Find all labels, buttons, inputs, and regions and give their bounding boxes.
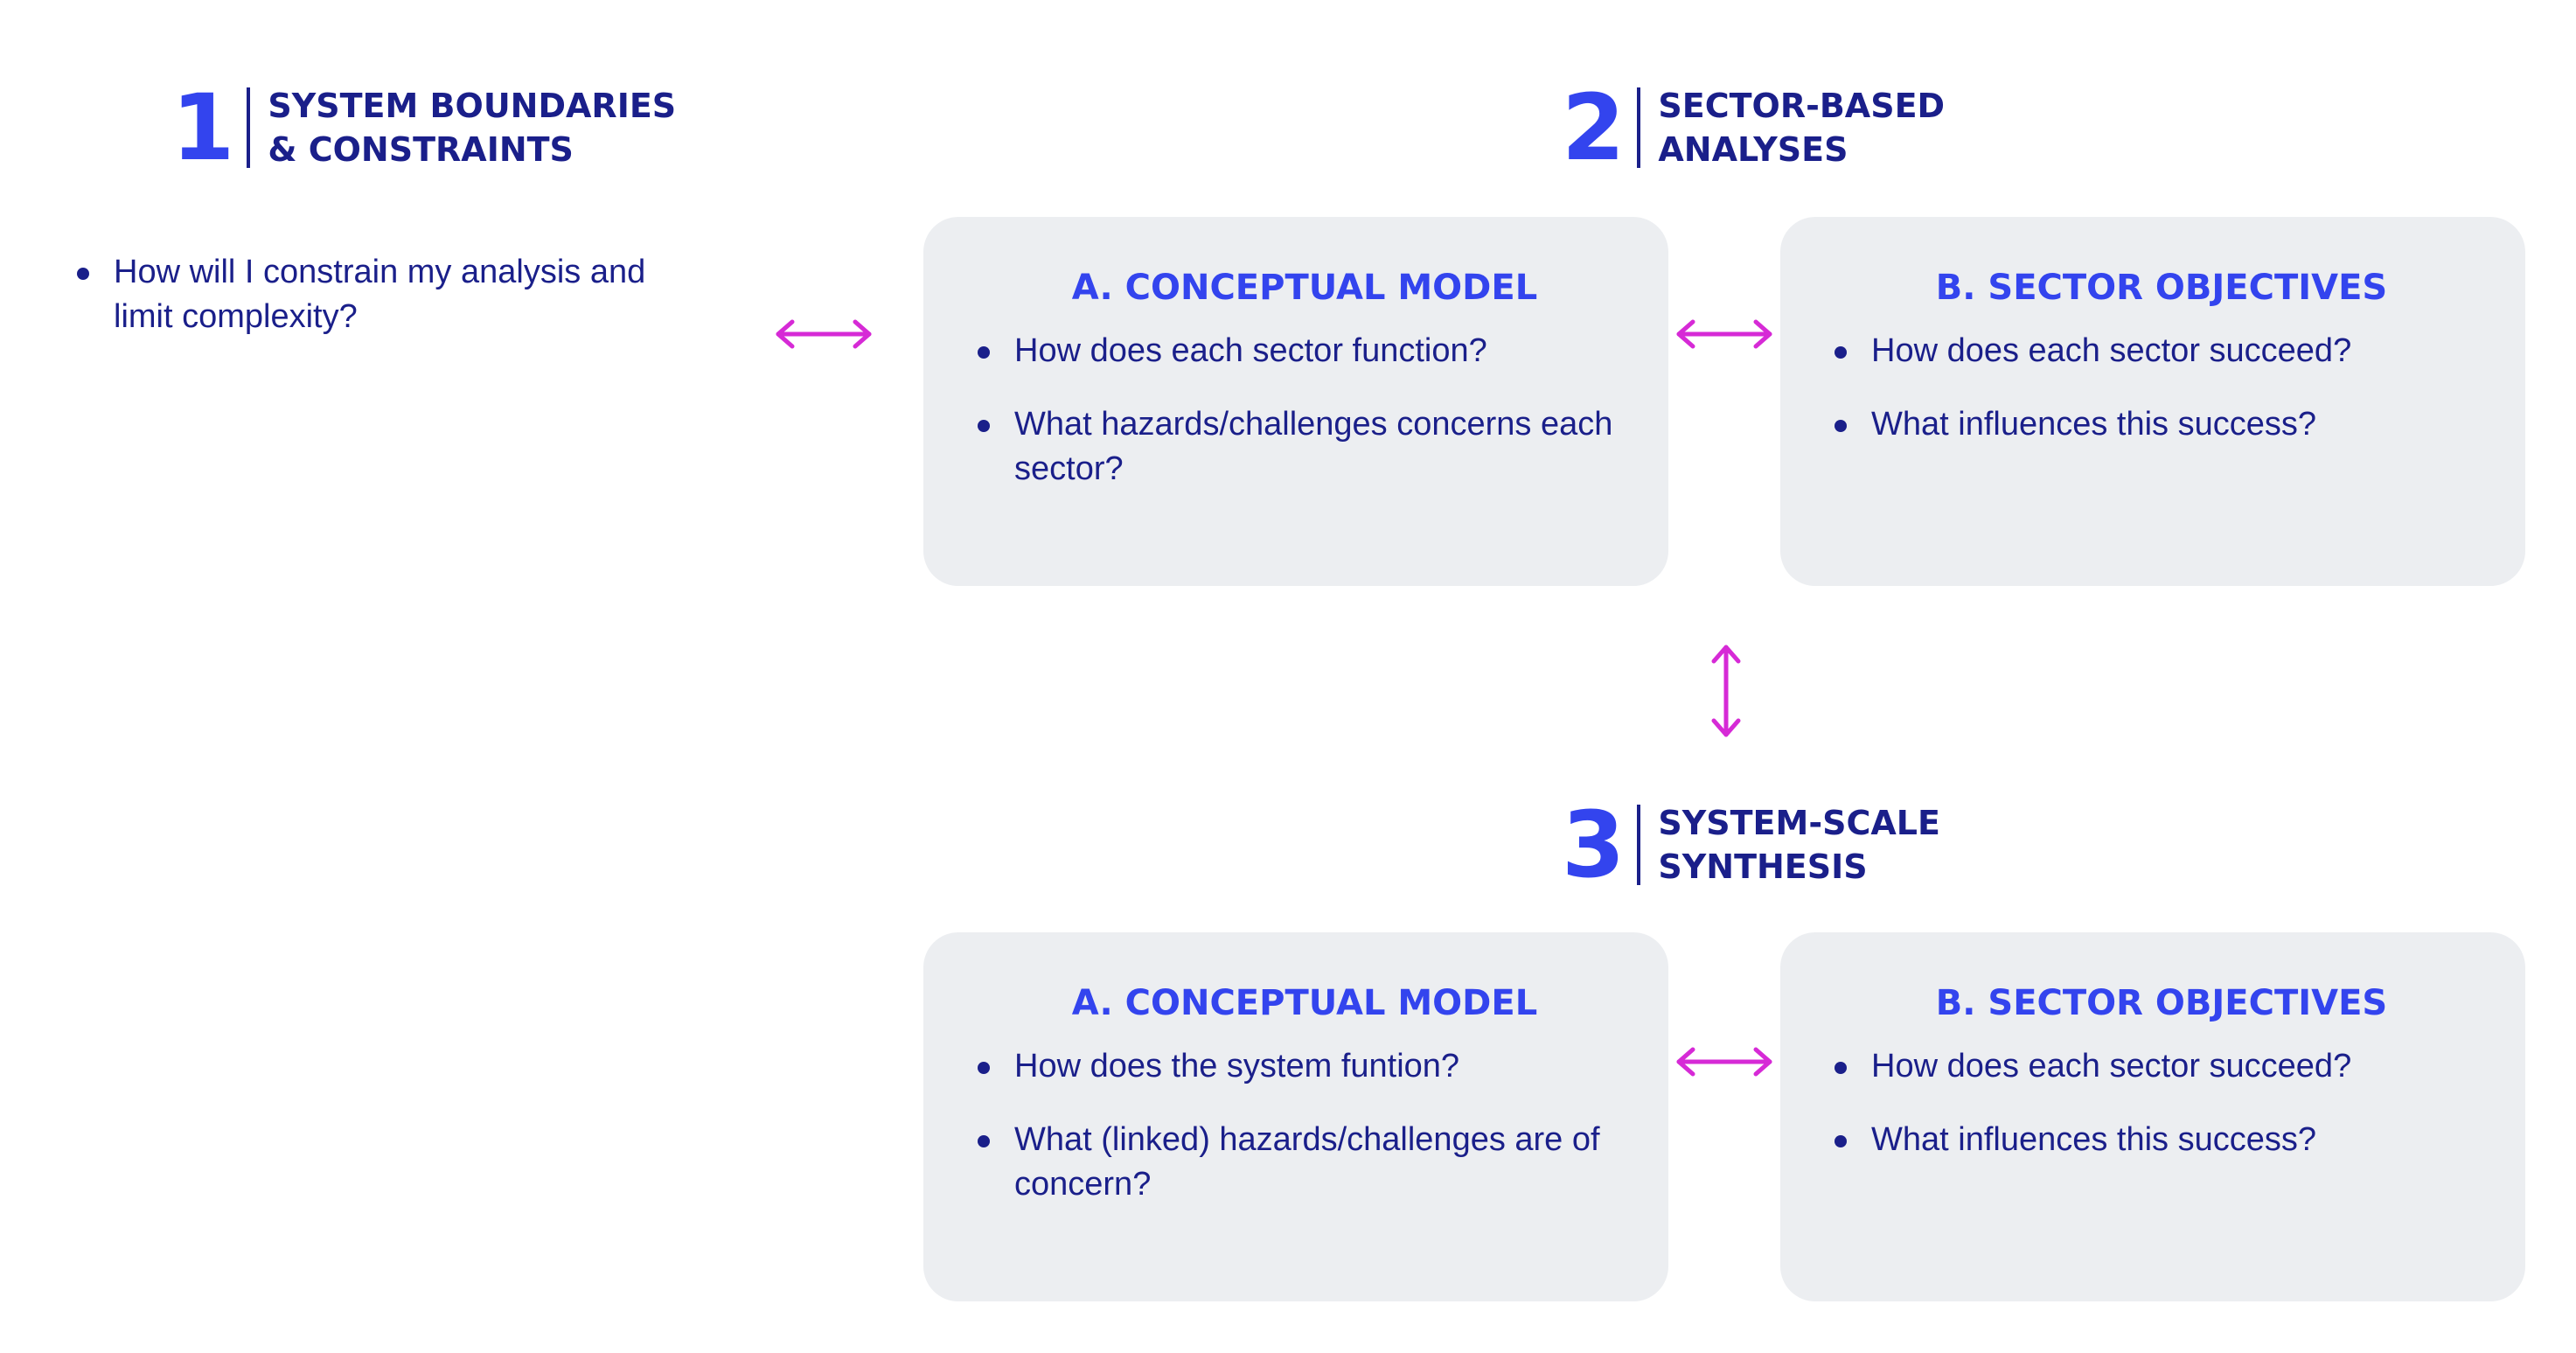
step1-title: SYSTEM BOUNDARIES & CONSTRAINTS <box>268 84 676 171</box>
list-item: What influences this success? <box>1833 402 2490 447</box>
step1-title-line1: SYSTEM BOUNDARIES <box>268 87 677 125</box>
step1-questions: How will I constrain my analysis and lim… <box>75 250 705 368</box>
step1-title-line2: & CONSTRAINTS <box>268 130 574 169</box>
step3-title-line2: SYNTHESIS <box>1658 847 1868 886</box>
list-item: What influences this success? <box>1833 1118 2490 1162</box>
step3-sector-objectives-box: B. SECTOR OBJECTIVES How does each secto… <box>1780 932 2525 1301</box>
double-arrow-horizontal-icon <box>776 319 872 349</box>
step2-sector-objectives-box: B. SECTOR OBJECTIVES How does each secto… <box>1780 217 2525 586</box>
step2-box-a-questions: How does each sector function? What haza… <box>976 329 1633 492</box>
step2-title-line2: ANALYSES <box>1658 130 1848 169</box>
step2-box-b-questions: How does each sector succeed? What influ… <box>1833 329 2490 447</box>
step1-number: 1 <box>171 74 234 181</box>
list-item: How does each sector function? <box>976 329 1633 373</box>
double-arrow-vertical-icon <box>1711 645 1741 737</box>
step3-box-b-title: B. SECTOR OBJECTIVES <box>1935 983 2388 1023</box>
step2-title-line1: SECTOR-BASED <box>1658 87 1946 125</box>
step2-box-a-title: A. CONCEPTUAL MODEL <box>1071 268 1538 308</box>
list-item: How does the system funtion? <box>976 1044 1633 1089</box>
step3-title: SYSTEM-SCALE SYNTHESIS <box>1658 801 1940 889</box>
double-arrow-horizontal-icon <box>1676 1047 1772 1077</box>
double-arrow-horizontal-icon <box>1676 319 1772 349</box>
list-item: How does each sector succeed? <box>1833 329 2490 373</box>
list-item: What hazards/challenges concerns each se… <box>976 402 1633 492</box>
step2-number: 2 <box>1562 74 1625 181</box>
step3-box-a-questions: How does the system funtion? What (linke… <box>976 1044 1633 1207</box>
step2-title: SECTOR-BASED ANALYSES <box>1658 84 1945 171</box>
step2-conceptual-model-box: A. CONCEPTUAL MODEL How does each sector… <box>923 217 1668 586</box>
step2-divider <box>1637 87 1641 168</box>
step3-title-line1: SYSTEM-SCALE <box>1658 804 1940 842</box>
step3-box-a-title: A. CONCEPTUAL MODEL <box>1071 983 1538 1023</box>
step1-header: 1 SYSTEM BOUNDARIES & CONSTRAINTS <box>171 82 676 173</box>
step3-box-b-questions: How does each sector succeed? What influ… <box>1833 1044 2490 1162</box>
step3-number: 3 <box>1562 792 1625 898</box>
step1-divider <box>247 87 251 168</box>
list-item: What (linked) hazards/challenges are of … <box>976 1118 1633 1207</box>
list-item: How does each sector succeed? <box>1833 1044 2490 1089</box>
step3-divider <box>1637 805 1641 885</box>
step2-box-b-title: B. SECTOR OBJECTIVES <box>1935 268 2388 308</box>
step3-conceptual-model-box: A. CONCEPTUAL MODEL How does the system … <box>923 932 1668 1301</box>
step1-question: How will I constrain my analysis and lim… <box>75 250 705 339</box>
step3-header: 3 SYSTEM-SCALE SYNTHESIS <box>1562 799 1940 890</box>
step2-header: 2 SECTOR-BASED ANALYSES <box>1562 82 1945 173</box>
